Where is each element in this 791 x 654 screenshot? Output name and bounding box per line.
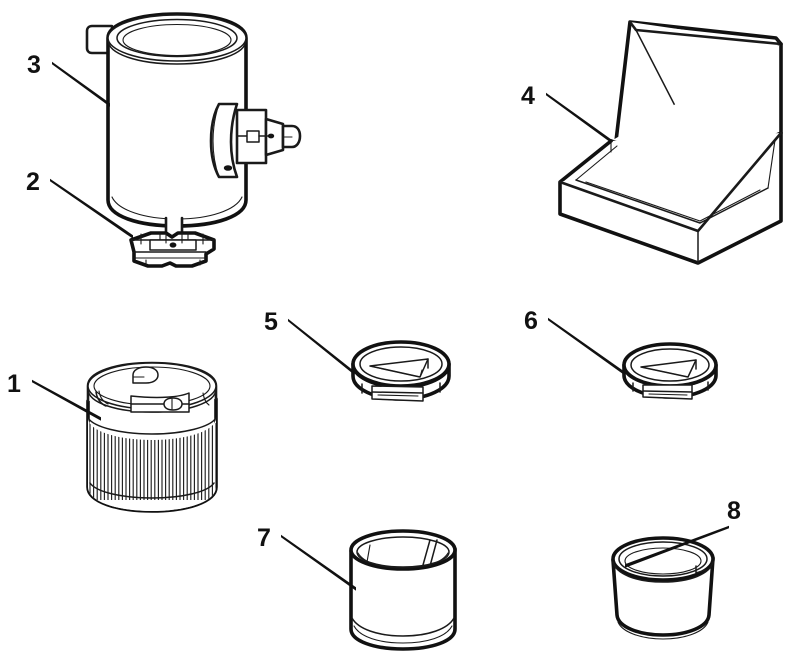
leader-line-8 [625, 525, 729, 568]
leader-line-5 [288, 318, 353, 374]
part-4-storage-box [558, 20, 783, 265]
leader-line-6 [548, 317, 624, 375]
part-5-lid-large [351, 340, 451, 402]
leader-line-2 [50, 178, 133, 239]
callout-number-1: 1 [7, 370, 21, 398]
leader-line-4 [546, 92, 611, 143]
leader-line-3 [52, 61, 110, 107]
part-6-lid-small [622, 342, 718, 400]
callout-leaders [32, 61, 729, 591]
leader-line-7 [281, 534, 356, 591]
part-8-short-cup [611, 536, 715, 640]
callout-number-6: 6 [524, 307, 538, 335]
callout-numbers: 1 2 3 4 5 6 7 8 [7, 51, 741, 552]
callout-number-4: 4 [521, 82, 535, 110]
part-7-tall-cup [349, 529, 457, 651]
callout-number-5: 5 [264, 308, 278, 336]
callout-number-3: 3 [27, 51, 41, 79]
callout-number-8: 8 [727, 497, 741, 525]
callout-number-2: 2 [26, 168, 40, 196]
callout-number-7: 7 [257, 524, 271, 552]
leader-line-1 [32, 379, 101, 421]
part-2-blade-coupling-base [129, 231, 216, 268]
part-3-motor-body [85, 12, 302, 245]
part-1-ribbed-canister [86, 361, 218, 513]
